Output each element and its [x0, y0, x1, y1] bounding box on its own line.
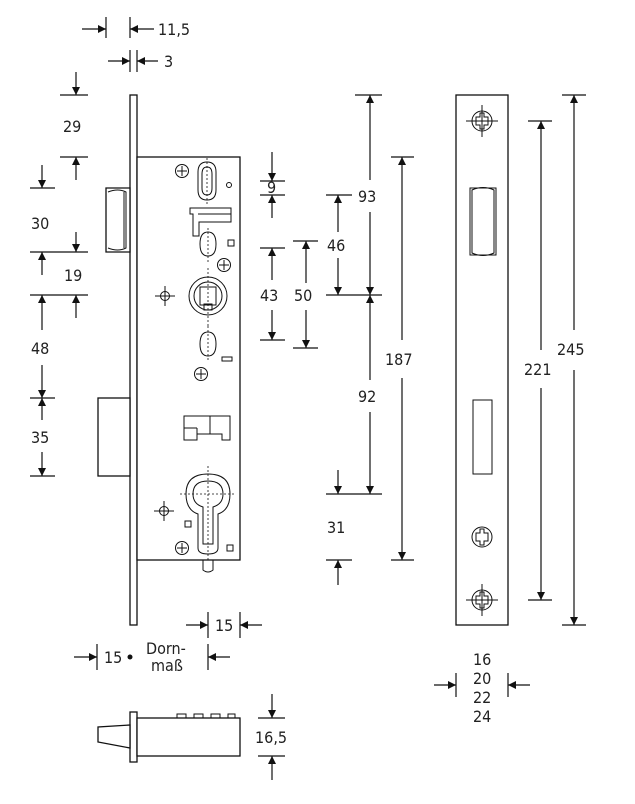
dim-depth: 16,5	[255, 728, 287, 747]
crosshair-icon	[155, 286, 175, 306]
dim-92: 92	[358, 387, 376, 406]
screw-icon	[471, 526, 493, 548]
lock-case-body	[136, 156, 241, 561]
dim-dornmass: 15	[104, 648, 122, 667]
screw-icon	[175, 164, 189, 178]
dim-93: 93	[358, 187, 376, 206]
dim-29: 29	[63, 117, 81, 136]
follower-hub	[188, 268, 228, 326]
strike-plate-body	[455, 94, 509, 626]
dim-strike-20: 20	[473, 669, 491, 688]
dim-48: 48	[31, 339, 49, 358]
strike-plate	[455, 94, 509, 626]
label-dornmass-1: Dorn-	[146, 639, 186, 658]
dim-strike-16: 16	[473, 650, 491, 669]
dim-221: 221	[524, 360, 551, 379]
screw-icon	[466, 105, 498, 137]
screw-icon	[175, 541, 189, 555]
dim-46: 46	[327, 236, 345, 255]
dead-bolt	[97, 397, 131, 477]
dim-245: 245	[557, 340, 584, 359]
screw-icon	[217, 258, 231, 272]
screw-icon	[466, 584, 498, 616]
dim-35: 35	[31, 428, 49, 447]
screw-icon	[194, 367, 208, 381]
dim-top-width: 11,5	[158, 20, 190, 39]
dim-faceplate-thickness: 3	[164, 52, 173, 71]
dim-strike-24: 24	[473, 707, 491, 726]
dim-187: 187	[385, 350, 412, 369]
dimension-labels: 11,5 3 29 30 19 48 35 9 43 50 46 93 92 3…	[31, 20, 584, 747]
dim-31: 31	[327, 518, 345, 537]
crosshair-icon	[154, 501, 174, 521]
side-view	[97, 711, 241, 763]
dimension-lines	[30, 17, 586, 780]
dim-50: 50	[294, 286, 312, 305]
cylinder-profile	[180, 466, 236, 560]
label-dornmass-2: maß	[151, 656, 183, 675]
dim-43: 43	[260, 286, 278, 305]
dim-strike-22: 22	[473, 688, 491, 707]
dim-30: 30	[31, 214, 49, 233]
lock-case	[97, 94, 241, 626]
bolt-opening	[472, 399, 493, 475]
dim-9: 9	[267, 178, 276, 197]
faceplate	[129, 94, 138, 626]
dim-backset: 15	[215, 616, 233, 635]
dim-19: 19	[64, 266, 82, 285]
